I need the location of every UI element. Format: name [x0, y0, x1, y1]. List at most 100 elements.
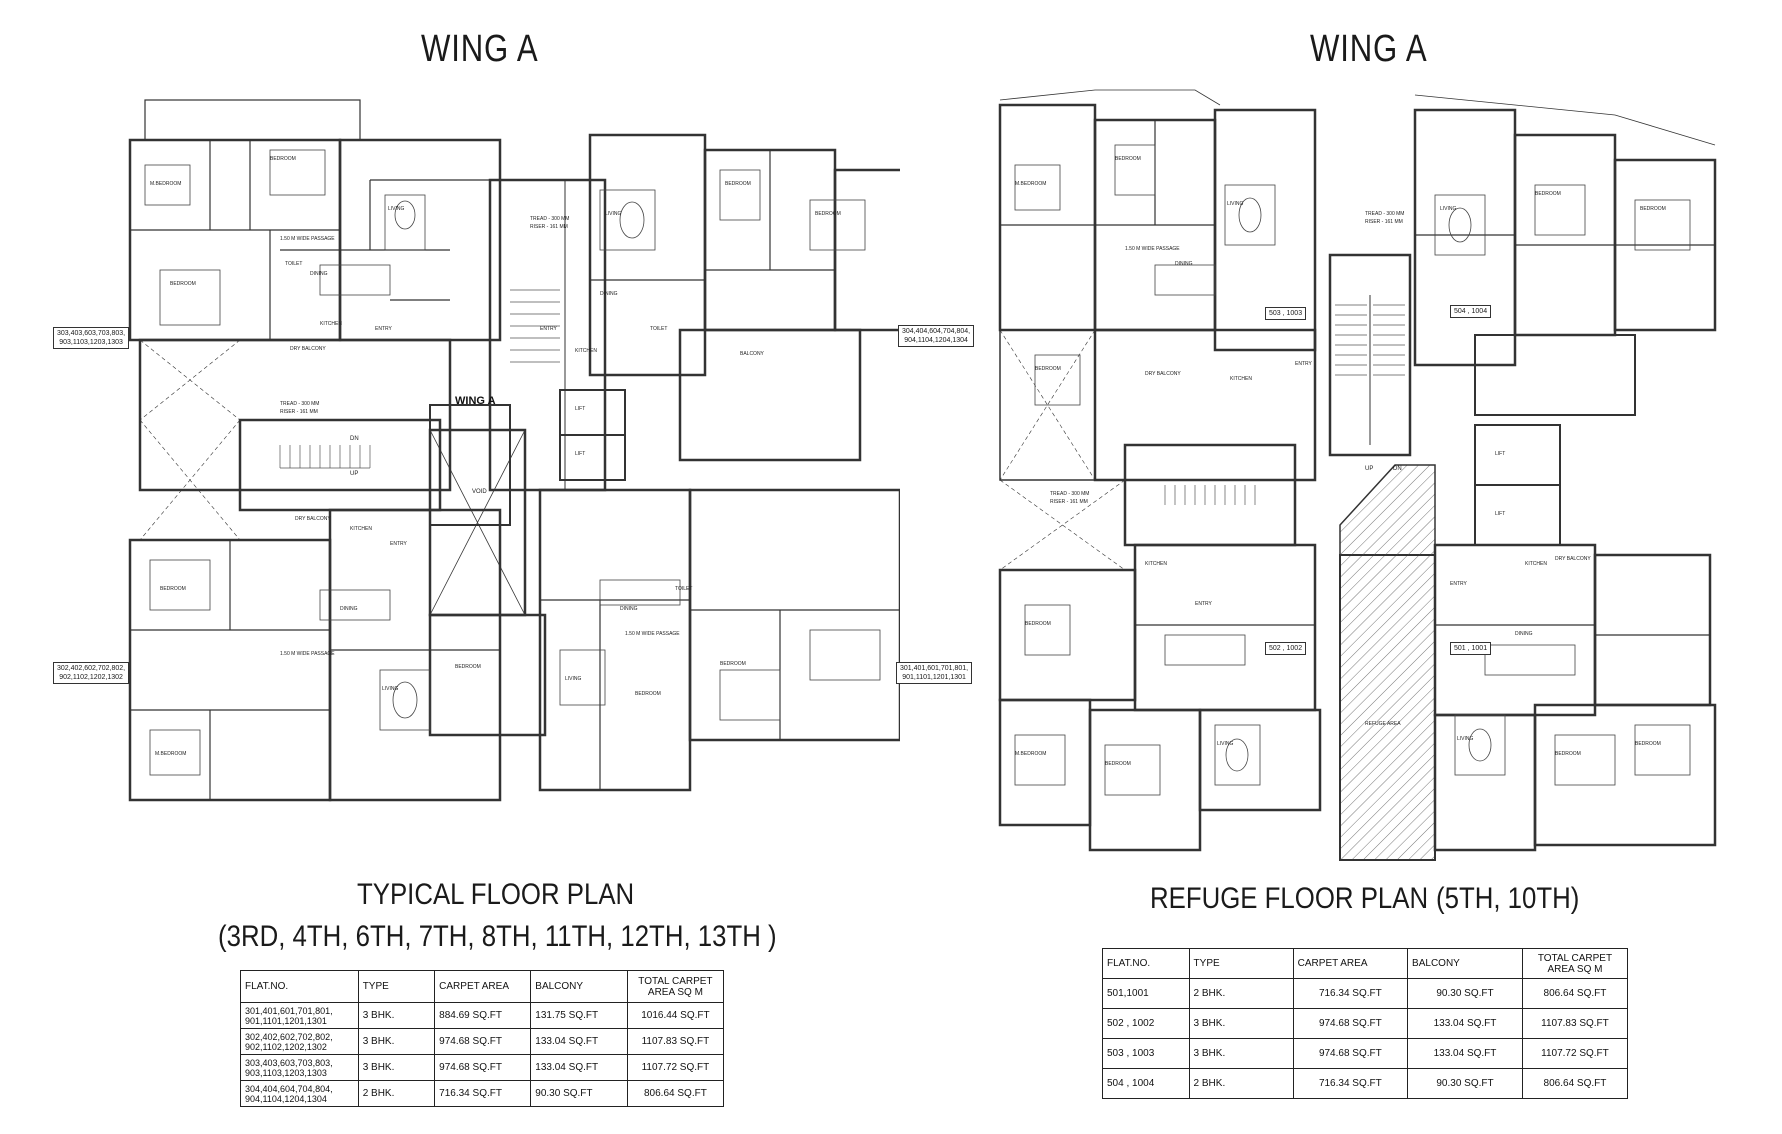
table-header: TOTAL CARPET AREA SQ M	[626, 970, 725, 1003]
room-label: M.BEDROOM	[1015, 751, 1046, 757]
room-label: KITCHEN	[350, 526, 372, 532]
room-label: BEDROOM	[1635, 741, 1661, 747]
table-header: TOTAL CARPET AREA SQ M	[1521, 948, 1629, 979]
table-cell: 806.64 SQ.FT	[1521, 1068, 1629, 1099]
room-label: BEDROOM	[1535, 191, 1561, 197]
table-row: 503 , 1003 3 BHK. 974.68 SQ.FT 133.04 SQ…	[1102, 1038, 1629, 1069]
room-label: DINING	[1175, 261, 1193, 267]
table-cell: 716.34 SQ.FT	[434, 1080, 532, 1107]
table-cell: 716.34 SQ.FT	[1292, 978, 1409, 1009]
typical-floor-plan-drawing: M.BEDROOM BEDROOM LIVING BEDROOM KITCHEN…	[128, 99, 900, 802]
room-label: DRY BALCONY	[290, 346, 326, 352]
tread-label: TREAD - 300 MM	[1365, 211, 1404, 217]
left-plan-subtitle: (3RD, 4TH, 6TH, 7TH, 8TH, 11TH, 12TH, 13…	[218, 920, 777, 953]
table-row: 302,402,602,702,802, 902,1102,1202,1302 …	[240, 1028, 725, 1055]
table-cell: 806.64 SQ.FT	[626, 1080, 725, 1107]
table-cell: 133.04 SQ.FT	[1407, 1038, 1523, 1069]
room-label: BEDROOM	[635, 691, 661, 697]
table-cell: 302,402,602,702,802, 902,1102,1202,1302	[240, 1028, 359, 1055]
room-label: DINING	[620, 606, 638, 612]
table-header: CARPET AREA	[1292, 948, 1409, 979]
room-label: BEDROOM	[170, 281, 196, 287]
room-label: LIVING	[382, 686, 399, 692]
room-label: BALCONY	[740, 351, 765, 357]
riser-label: RISER - 161 MM	[530, 224, 568, 230]
tread-label: TREAD - 300 MM	[530, 216, 569, 222]
lift-label: LIFT	[575, 406, 585, 412]
dn-label: DN	[1393, 466, 1402, 472]
room-label: ENTRY	[1295, 361, 1313, 367]
table-header: FLAT.NO.	[240, 970, 359, 1003]
room-label: ENTRY	[1450, 581, 1468, 587]
flat-tag: 501 , 1001	[1450, 642, 1492, 655]
tread-label: TREAD - 300 MM	[1050, 491, 1089, 497]
table-header: BALCONY	[530, 970, 628, 1003]
room-label: LIVING	[565, 676, 582, 682]
riser-label: RISER - 161 MM	[1365, 219, 1403, 225]
table-cell: 2 BHK.	[1188, 1068, 1294, 1099]
room-label: TOILET	[285, 261, 302, 267]
room-label: BEDROOM	[455, 664, 481, 670]
room-label: KITCHEN	[575, 348, 597, 354]
table-cell: 1107.72 SQ.FT	[626, 1054, 725, 1081]
up-label: UP	[1365, 466, 1373, 472]
left-area-table: FLAT.NO. TYPE CARPET AREA BALCONY TOTAL …	[240, 970, 725, 1107]
table-cell: 884.69 SQ.FT	[434, 1002, 532, 1029]
table-cell: 90.30 SQ.FT	[1407, 1068, 1523, 1099]
room-label: 1.50 M WIDE PASSAGE	[1125, 246, 1180, 252]
room-label: KITCHEN	[320, 321, 342, 327]
room-label: DINING	[600, 291, 618, 297]
room-label: TOILET	[650, 326, 667, 332]
table-cell: 974.68 SQ.FT	[434, 1028, 532, 1055]
riser-label: RISER - 161 MM	[1050, 499, 1088, 505]
room-label: KITCHEN	[1230, 376, 1252, 382]
flat-tag: 502 , 1002	[1265, 642, 1307, 655]
table-cell: 1107.83 SQ.FT	[626, 1028, 725, 1055]
table-cell: 131.75 SQ.FT	[530, 1002, 628, 1029]
room-label: DINING	[1515, 631, 1533, 637]
table-cell: 303,403,603,703,803, 903,1103,1203,1303	[240, 1054, 359, 1081]
table-cell: 90.30 SQ.FT	[530, 1080, 628, 1107]
right-plan-subtitle: (5TH, 10TH)	[1436, 882, 1580, 915]
room-label: DRY BALCONY	[1145, 371, 1181, 377]
room-label: DINING	[310, 271, 328, 277]
right-wing-title: WING A	[1310, 28, 1428, 70]
room-label: M.BEDROOM	[1015, 181, 1046, 187]
room-label: BEDROOM	[1105, 761, 1131, 767]
room-label: KITCHEN	[1525, 561, 1547, 567]
room-label: M.BEDROOM	[155, 751, 186, 757]
table-cell: 133.04 SQ.FT	[530, 1028, 628, 1055]
lift-label: LIFT	[1495, 511, 1505, 517]
table-cell: 716.34 SQ.FT	[1292, 1068, 1409, 1099]
room-label: LIVING	[1217, 741, 1234, 747]
left-wing-title: WING A	[421, 28, 539, 70]
table-row: 501,1001 2 BHK. 716.34 SQ.FT 90.30 SQ.FT…	[1102, 978, 1629, 1009]
room-label: ENTRY	[1195, 601, 1213, 607]
flat-tag: 503 , 1003	[1265, 307, 1307, 320]
room-label: LIVING	[388, 206, 405, 212]
room-label: LIVING	[1457, 736, 1474, 742]
void-label: VOID	[472, 489, 487, 495]
table-cell: 806.64 SQ.FT	[1521, 978, 1629, 1009]
room-label: BEDROOM	[720, 661, 746, 667]
table-cell: 974.68 SQ.FT	[1292, 1038, 1409, 1069]
room-label: LIVING	[1440, 206, 1457, 212]
dn-label: DN	[350, 436, 359, 442]
right-area-table: FLAT.NO. TYPE CARPET AREA BALCONY TOTAL …	[1102, 948, 1629, 1099]
table-cell: 974.68 SQ.FT	[1292, 1008, 1409, 1039]
room-label: DRY BALCONY	[295, 516, 331, 522]
refuge-area-label: REFUGE AREA	[1365, 721, 1401, 727]
table-cell: 3 BHK.	[1188, 1038, 1294, 1069]
table-cell: 3 BHK.	[1188, 1008, 1294, 1039]
table-row: 303,403,603,703,803, 903,1103,1203,1303 …	[240, 1054, 725, 1081]
room-label: BEDROOM	[160, 586, 186, 592]
room-label: BEDROOM	[1640, 206, 1666, 212]
table-cell: 3 BHK.	[357, 1054, 436, 1081]
table-cell: 3 BHK.	[357, 1002, 436, 1029]
table-cell: 502 , 1002	[1102, 1008, 1190, 1039]
room-label: BEDROOM	[1555, 751, 1581, 757]
room-label: DINING	[340, 606, 358, 612]
room-label: KITCHEN	[1145, 561, 1167, 567]
flat-tag: 302,402,602,702,802, 902,1102,1202,1302	[53, 662, 130, 684]
room-label: BEDROOM	[725, 181, 751, 187]
